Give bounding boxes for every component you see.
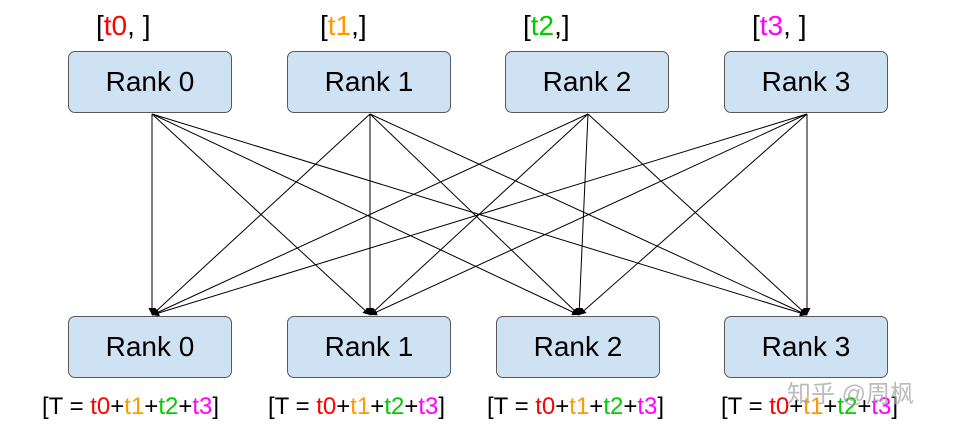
bottom-rank-2: Rank 2 [496,316,660,378]
top-tag-2: [t2,] [523,10,570,42]
rank-label: Rank 3 [761,331,851,362]
sum-prefix: [T = [487,393,536,420]
sum-t0: t0 [535,393,556,420]
sum-t3: t3 [637,393,658,420]
top-rank-0: Rank 0 [68,51,232,113]
sum-plus: + [144,393,159,420]
top-rank-3: Rank 3 [724,51,888,113]
sum-plus: + [404,393,419,420]
top-rank-2: Rank 2 [505,51,669,113]
sum-t3: t3 [192,393,213,420]
edge-rank2-to-rank2 [575,113,589,316]
top-tag-3: [t3, ] [752,10,806,42]
sum-plus: + [857,393,872,420]
edge-group [148,113,811,317]
sum-plus: + [789,393,804,420]
sum-plus: + [823,393,838,420]
tag-token-t1: t1 [327,10,352,41]
tag-open: [ [96,10,104,41]
sum-plus: + [336,393,351,420]
sum-label-2: [T = t0+t1+t2+t3] [487,393,664,421]
tag-close: , ] [127,10,151,41]
sum-prefix: [T = [268,393,317,420]
watermark: 知乎 @周枫 [787,381,915,408]
sum-plus: + [555,393,570,420]
bottom-rank-0: Rank 0 [68,316,232,378]
sum-t1: t1 [124,393,145,420]
edge-rank3-to-rank1 [369,113,808,316]
sum-t0: t0 [316,393,337,420]
sum-prefix: [T = [42,393,91,420]
top-rank-1: Rank 1 [287,51,451,113]
sum-label-3: [T = t0+t1+t2+t3] [721,393,898,421]
tag-token-t0: t0 [103,10,128,41]
sum-t1: t1 [350,393,371,420]
sum-t2: t2 [158,393,179,420]
bottom-rank-3: Rank 3 [724,316,888,378]
sum-t1: t1 [569,393,590,420]
rank-label: Rank 1 [324,66,414,97]
rank-label: Rank 0 [105,66,195,97]
edge-rank0-to-rank2 [151,113,580,316]
tag-close: , ] [783,10,807,41]
sum-suffix: ] [891,393,899,420]
sum-plus: + [589,393,604,420]
sum-t0: t0 [769,393,790,420]
sum-t3: t3 [871,393,892,420]
sum-prefix: [T = [721,393,770,420]
tag-close: ,] [351,10,367,41]
edge-rank1-to-rank0 [151,113,371,316]
edge-rank3-to-rank0 [151,113,808,317]
tag-open: [ [523,10,531,41]
tag-token-t3: t3 [759,10,784,41]
sum-t2: t2 [837,393,858,420]
edge-rank2-to-rank3 [587,113,808,316]
sum-plus: + [178,393,193,420]
tag-close: ,] [554,10,570,41]
sum-t3: t3 [418,393,439,420]
sum-suffix: ] [657,393,665,420]
tag-open: [ [752,10,760,41]
sum-plus: + [623,393,638,420]
tag-open: [ [320,10,328,41]
sum-label-0: [T = t0+t1+t2+t3] [42,393,219,421]
sum-t1: t1 [803,393,824,420]
tag-token-t2: t2 [530,10,555,41]
edge-rank3-to-rank2 [578,113,808,316]
edge-rank1-to-rank2 [369,113,580,316]
edge-rank2-to-rank0 [151,113,589,316]
bottom-rank-1: Rank 1 [287,316,451,378]
rank-label: Rank 2 [533,331,623,362]
top-tag-0: [t0, ] [96,10,150,42]
sum-t2: t2 [384,393,405,420]
sum-suffix: ] [438,393,446,420]
sum-suffix: ] [212,393,220,420]
rank-label: Rank 0 [105,331,195,362]
rank-label: Rank 3 [761,66,851,97]
sum-label-1: [T = t0+t1+t2+t3] [268,393,445,421]
sum-plus: + [110,393,125,420]
top-tag-1: [t1,] [320,10,367,42]
sum-plus: + [370,393,385,420]
sum-t0: t0 [90,393,111,420]
rank-label: Rank 2 [542,66,632,97]
rank-label: Rank 1 [324,331,414,362]
sum-t2: t2 [603,393,624,420]
